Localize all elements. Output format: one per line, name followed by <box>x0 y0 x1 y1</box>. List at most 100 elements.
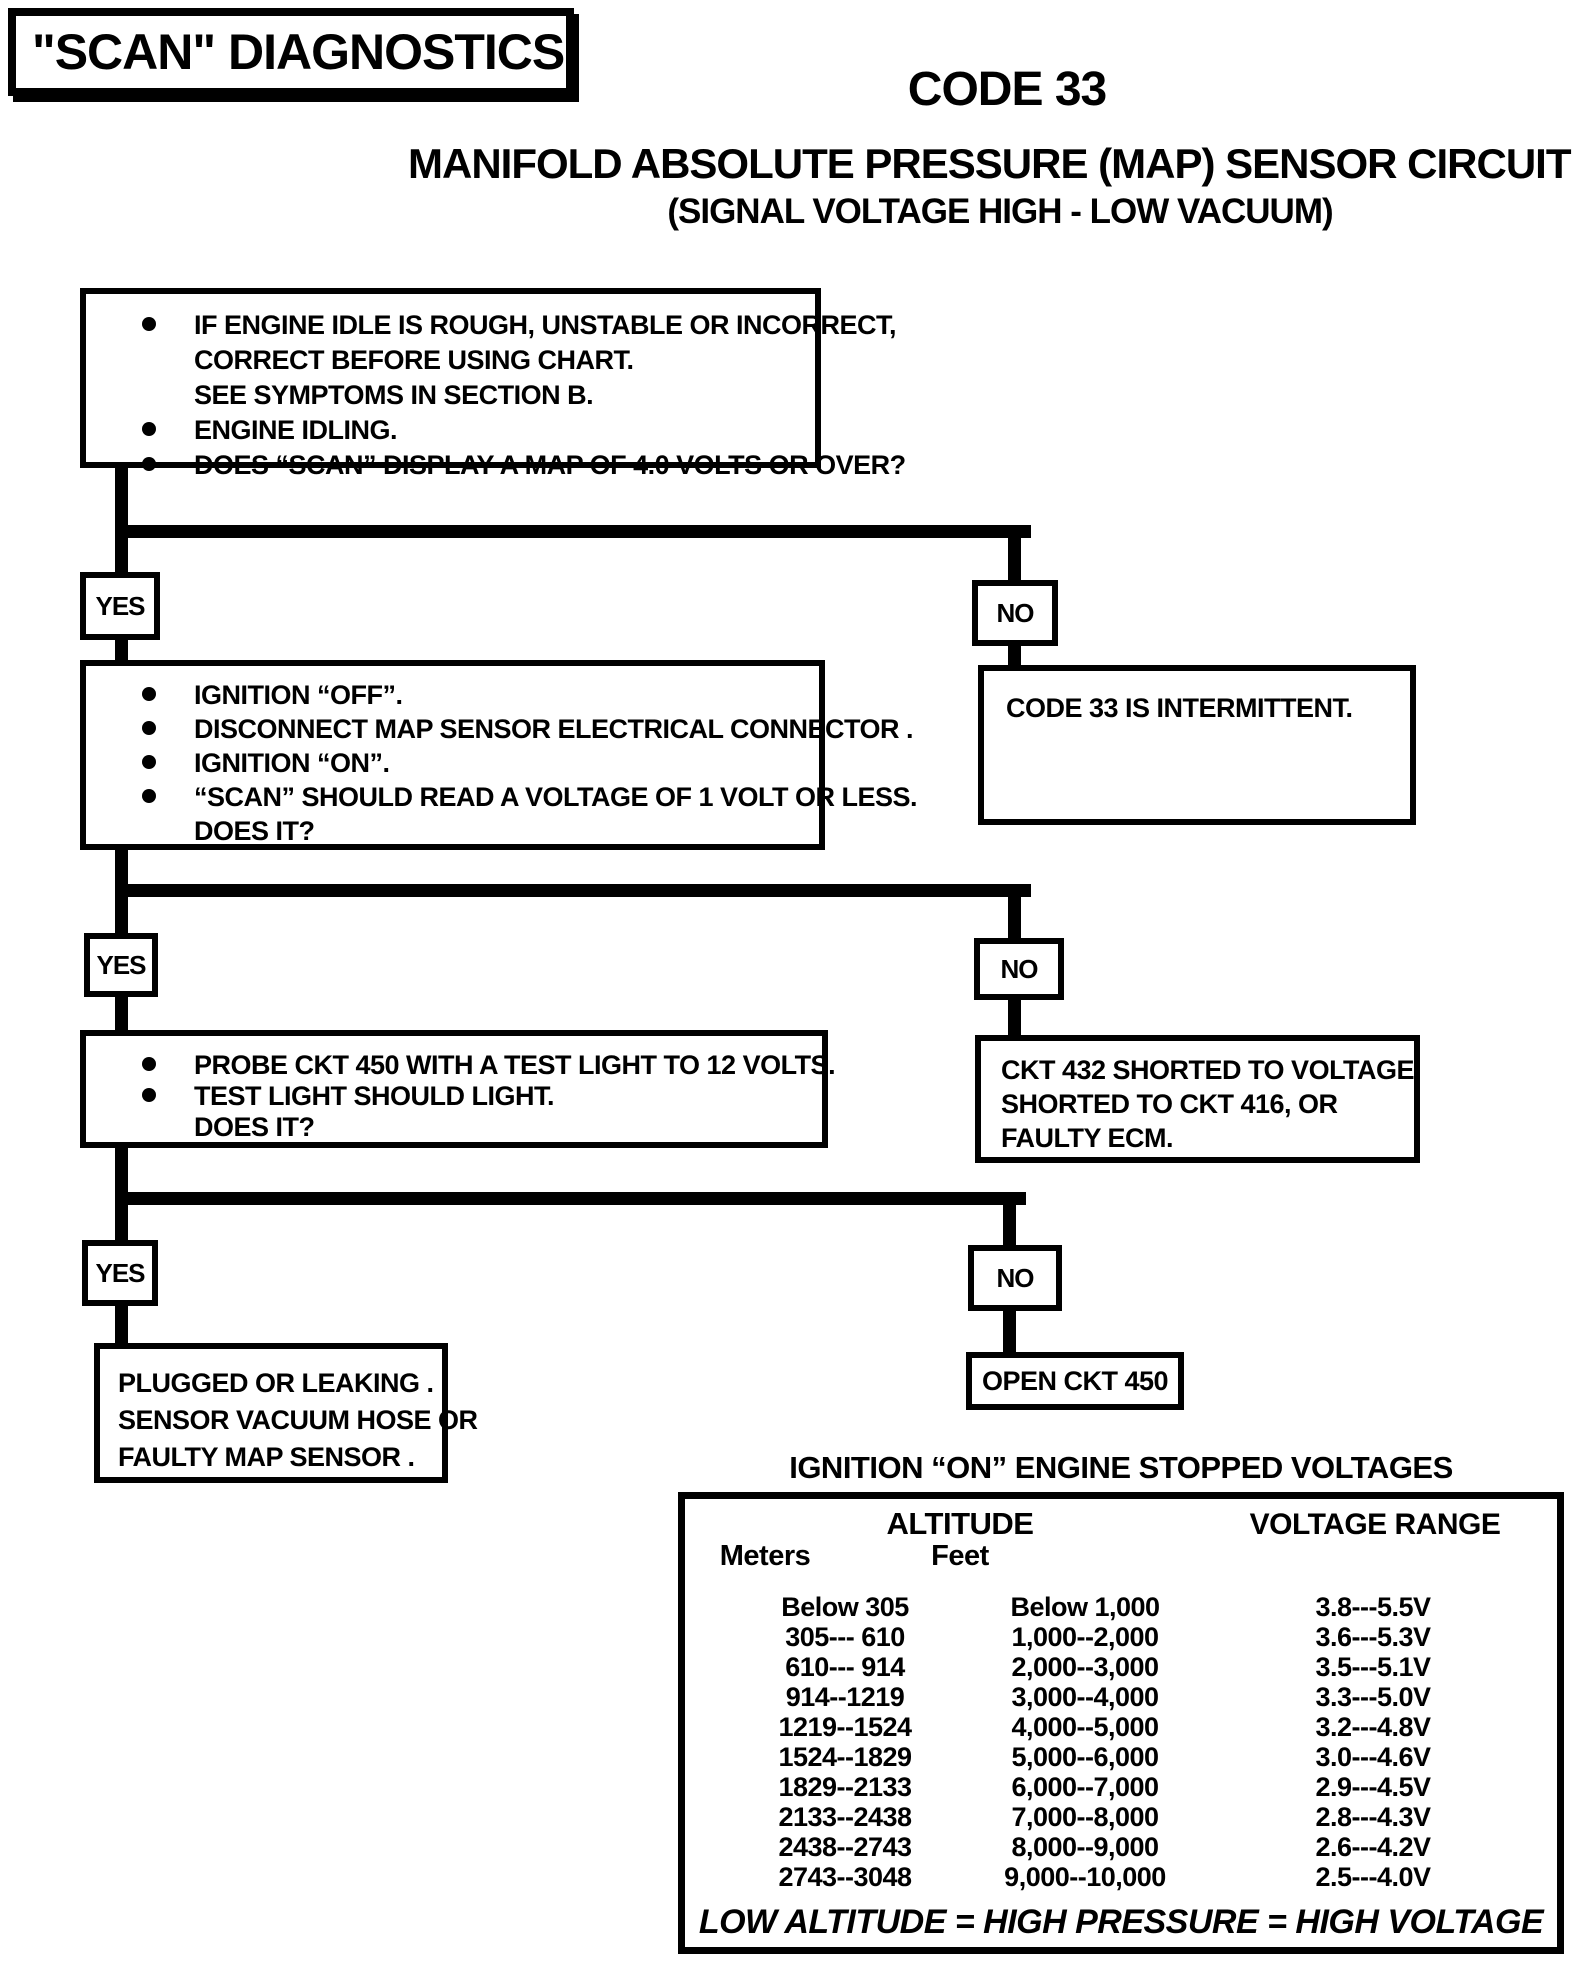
table-cell: 3.0---4.6V <box>1315 1742 1431 1772</box>
table-cell: 2438--2743 <box>778 1832 912 1862</box>
feet-column: Below 1,000 1,000--2,000 2,000--3,000 3,… <box>940 1592 1230 1892</box>
no-label: NO <box>996 1262 1035 1293</box>
yes-label: YES <box>95 1257 145 1288</box>
table-cell: 8,000--9,000 <box>1011 1832 1159 1862</box>
flow-text-line: IGNITION “ON”. <box>142 746 809 780</box>
yes-box-3: YES <box>82 1240 158 1306</box>
flow-text-line: SEE SYMPTOMS IN SECTION B. <box>194 378 805 413</box>
flow-text-line: IGNITION “OFF”. <box>142 678 809 712</box>
yes-box-2: YES <box>84 933 158 997</box>
table-cell: 1524--1829 <box>778 1742 912 1772</box>
flow-text-line: FAULTY MAP SENSOR . <box>118 1439 434 1476</box>
flow-text: OPEN CKT 450 <box>981 1365 1169 1396</box>
connector-line <box>115 525 1031 538</box>
table-footer-note: LOW ALTITUDE = HIGH PRESSURE = HIGH VOLT… <box>698 1903 1544 1941</box>
question-box-1: IF ENGINE IDLE IS ROUGH, UNSTABLE OR INC… <box>80 288 906 480</box>
flow-text-line: FAULTY ECM. <box>1001 1121 1406 1155</box>
table-cell: 2.5---4.0V <box>1315 1862 1431 1892</box>
flow-text: “SCAN” SHOULD READ A VOLTAGE OF 1 VOLT O… <box>194 782 918 812</box>
connector-line <box>115 1304 128 1345</box>
connector-line <box>1008 884 1021 938</box>
question-box-2: IGNITION “OFF”. DISCONNECT MAP SENSOR EL… <box>80 660 918 850</box>
connector-line <box>115 884 1031 897</box>
flow-text: SEE SYMPTOMS IN SECTION B. <box>194 380 594 410</box>
connector-line <box>1008 998 1021 1035</box>
table-cell: 3.5---5.1V <box>1315 1652 1431 1682</box>
flow-text: DISCONNECT MAP SENSOR ELECTRICAL CONNECT… <box>194 714 914 744</box>
flow-text: CODE 33 IS INTERMITTENT. <box>1006 693 1353 723</box>
flow-text: DOES IT? <box>194 816 315 846</box>
flow-text: DOES IT? <box>194 1112 315 1142</box>
meters-header: Meters <box>719 1540 811 1572</box>
flow-text: SENSOR VACUUM HOSE OR <box>118 1405 478 1435</box>
bullet-icon <box>142 687 156 701</box>
no-label: NO <box>1000 953 1039 984</box>
no-box-2: NO <box>974 938 1064 1000</box>
no-box-1: NO <box>972 580 1058 646</box>
flow-text: ENGINE IDLING. <box>194 415 398 445</box>
flow-text: IGNITION “ON”. <box>194 748 390 778</box>
altitude-header: ALTITUDE <box>886 1506 1034 1541</box>
flow-text: PLUGGED OR LEAKING . <box>118 1368 434 1398</box>
connector-line <box>115 1192 1026 1205</box>
table-cell: 3.2---4.8V <box>1315 1712 1431 1742</box>
flow-text: IF ENGINE IDLE IS ROUGH, UNSTABLE OR INC… <box>194 310 897 340</box>
flow-text: IGNITION “OFF”. <box>194 680 403 710</box>
flow-text-line: SHORTED TO CKT 416, OR <box>1001 1087 1406 1121</box>
table-cell: 610--- 914 <box>785 1652 905 1682</box>
flow-text-line: DOES IT? <box>194 1112 812 1143</box>
flow-text: DOES “SCAN” DISPLAY A MAP OF 4.0 VOLTS O… <box>194 450 906 480</box>
table-cell: 3,000--4,000 <box>1011 1682 1159 1712</box>
flow-text-line: IF ENGINE IDLE IS ROUGH, UNSTABLE OR INC… <box>142 308 897 343</box>
table-cell: 6,000--7,000 <box>1011 1772 1159 1802</box>
yes-label: YES <box>96 949 146 980</box>
table-cell: Below 1,000 <box>1010 1592 1160 1622</box>
no-box-3: NO <box>968 1245 1062 1311</box>
yes-box-1: YES <box>80 572 160 640</box>
table-cell: 7,000--8,000 <box>1011 1802 1159 1832</box>
meters-column: Below 305 305--- 610 610--- 914 914--121… <box>700 1592 990 1892</box>
result-plugged-box: PLUGGED OR LEAKING . SENSOR VACUUM HOSE … <box>94 1343 478 1483</box>
flow-text: SHORTED TO CKT 416, OR <box>1001 1089 1338 1119</box>
bullet-icon <box>142 457 156 471</box>
connector-line <box>1008 525 1021 582</box>
bullet-icon <box>142 789 156 803</box>
table-cell: 2.8---4.3V <box>1315 1802 1431 1832</box>
connector-line <box>115 466 128 576</box>
flow-text-line: DOES “SCAN” DISPLAY A MAP OF 4.0 VOLTS O… <box>142 448 906 483</box>
table-cell: 1219--1524 <box>778 1712 912 1742</box>
flow-text-line: PLUGGED OR LEAKING . <box>118 1365 434 1402</box>
flow-text-line: TEST LIGHT SHOULD LIGHT. <box>142 1081 812 1112</box>
voltage-table <box>678 1492 1564 1954</box>
page-subtitle-2: (SIGNAL VOLTAGE HIGH - LOW VACUUM) <box>667 192 1333 231</box>
corner-label-box: "SCAN" DIAGNOSTICS <box>8 8 574 96</box>
flow-text-line: CORRECT BEFORE USING CHART. <box>194 343 805 378</box>
flow-text-line: DISCONNECT MAP SENSOR ELECTRICAL CONNECT… <box>142 712 914 746</box>
table-cell: 3.8---5.5V <box>1315 1592 1431 1622</box>
page-subtitle: MANIFOLD ABSOLUTE PRESSURE (MAP) SENSOR … <box>408 140 1571 187</box>
table-cell: Below 305 <box>781 1592 909 1622</box>
table-cell: 2.9---4.5V <box>1315 1772 1431 1802</box>
table-cell: 1,000--2,000 <box>1011 1622 1159 1652</box>
bullet-icon <box>142 755 156 769</box>
result-ckt432-box: CKT 432 SHORTED TO VOLTAGE, SHORTED TO C… <box>975 1035 1422 1163</box>
table-cell: 4,000--5,000 <box>1011 1712 1159 1742</box>
connector-line <box>1003 1309 1016 1352</box>
question-box-3: PROBE CKT 450 WITH A TEST LIGHT TO 12 VO… <box>80 1030 836 1148</box>
connector-line <box>1003 1192 1016 1245</box>
voltage-range-header: VOLTAGE RANGE <box>1249 1508 1501 1541</box>
connector-line <box>1008 644 1021 668</box>
flow-text: CORRECT BEFORE USING CHART. <box>194 345 634 375</box>
flow-text-line: SENSOR VACUUM HOSE OR <box>118 1402 478 1439</box>
connector-line <box>115 995 128 1032</box>
result-open-ckt450-box: OPEN CKT 450 <box>966 1352 1184 1410</box>
flow-text-line: PROBE CKT 450 WITH A TEST LIGHT TO 12 VO… <box>142 1050 836 1081</box>
table-title: IGNITION “ON” ENGINE STOPPED VOLTAGES <box>789 1450 1453 1485</box>
table-cell: 2743--3048 <box>778 1862 912 1892</box>
yes-label: YES <box>95 590 145 621</box>
flow-text: FAULTY ECM. <box>1001 1123 1174 1153</box>
flow-text: PROBE CKT 450 WITH A TEST LIGHT TO 12 VO… <box>194 1050 836 1080</box>
result-intermittent-box: CODE 33 IS INTERMITTENT. <box>978 665 1416 825</box>
flow-text-line: DOES IT? <box>194 814 809 848</box>
